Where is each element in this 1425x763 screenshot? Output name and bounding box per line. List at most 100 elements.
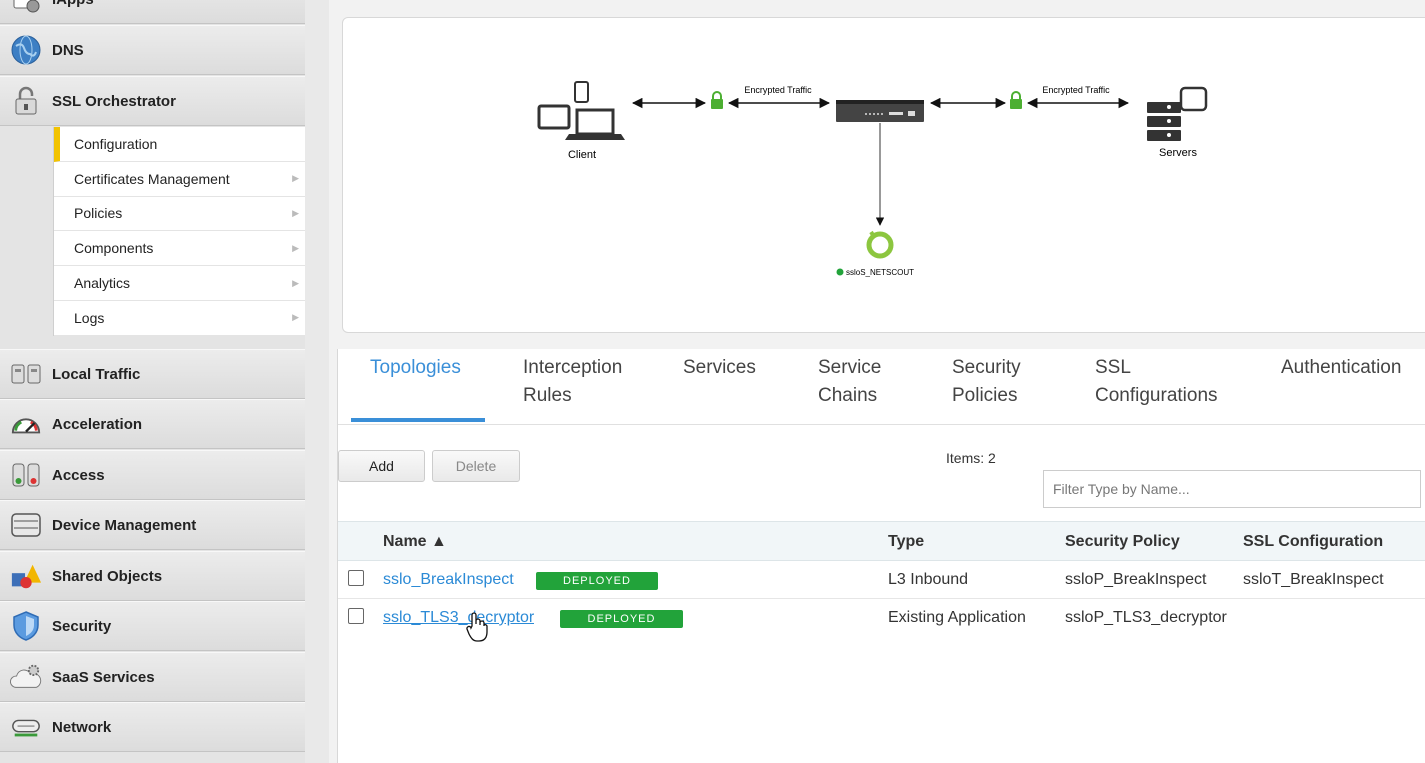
submenu-item-configuration[interactable]: Configuration: [54, 127, 305, 162]
submenu-item-components[interactable]: Components ▶: [54, 231, 305, 267]
left-link-label: Encrypted Traffic: [744, 85, 812, 95]
topology-ssl-configuration: ssloT_BreakInspect: [1243, 571, 1384, 588]
padlock-icon: [10, 85, 42, 117]
topology-name-link[interactable]: sslo_BreakInspect: [383, 571, 514, 588]
shield-icon: [10, 610, 42, 642]
iapps-icon: [10, 0, 42, 15]
submenu-item-analytics[interactable]: Analytics ▶: [54, 266, 305, 301]
gauge-icon: [10, 408, 42, 440]
nav-label-saas-services: SaaS Services: [52, 668, 155, 686]
nav-item-local-traffic[interactable]: Local Traffic: [0, 349, 305, 399]
nav-label-local-traffic: Local Traffic: [52, 365, 141, 383]
servers-label: Servers: [1159, 147, 1197, 159]
chevron-right-icon: ▶: [292, 173, 299, 184]
tab-authentication[interactable]: Authentication: [1281, 357, 1402, 378]
topology-diagram: Client Encrypted Traffic Encrypted Traff…: [342, 17, 1425, 333]
nav-item-device-management[interactable]: Device Management: [0, 500, 305, 550]
nav-item-shared-objects[interactable]: Shared Objects: [0, 551, 305, 601]
status-badge: DEPLOYED: [560, 610, 683, 628]
service-status-dot: [836, 268, 844, 276]
hand-cursor-icon: [466, 612, 488, 642]
nav-label-access: Access: [52, 466, 105, 484]
shared-objects-icon: [10, 560, 42, 592]
submenu-item-logs[interactable]: Logs ▶: [54, 301, 305, 336]
nav-label-network: Network: [52, 718, 112, 736]
config-tabs: Topologies Interception Rules Services S…: [338, 349, 1425, 425]
submenu-label-policies: Policies: [74, 205, 123, 222]
column-header-ssl-configuration[interactable]: SSL Configuration: [1243, 533, 1384, 550]
servers-icon: [1147, 86, 1208, 141]
topologies-table: Name ▲ Type Security Policy SSL Configur…: [338, 521, 1425, 637]
table-row: sslo_BreakInspect DEPLOYED L3 Inbound ss…: [338, 561, 1425, 599]
local-traffic-icon: [10, 358, 42, 390]
tab-ssl-configurations[interactable]: SSL Configurations: [1095, 357, 1218, 406]
chevron-right-icon: ▶: [292, 277, 299, 288]
nav-item-acceleration[interactable]: Acceleration: [0, 399, 305, 449]
submenu-item-certificates-management[interactable]: Certificates Management ▶: [54, 162, 305, 197]
nav-item-iapps[interactable]: iApps: [0, 0, 305, 24]
column-header-name[interactable]: Name ▲: [383, 533, 447, 550]
tab-security-policies[interactable]: Security Policies: [952, 357, 1021, 406]
table-header: Name ▲ Type Security Policy SSL Configur…: [338, 521, 1425, 561]
topology-security-policy: ssloP_BreakInspect: [1065, 571, 1207, 588]
submenu-label-logs: Logs: [74, 309, 105, 326]
nav-item-saas-services[interactable]: SaaS Services: [0, 652, 305, 702]
nav-item-security[interactable]: Security: [0, 601, 305, 651]
client-label: Client: [568, 149, 596, 161]
tab-service-chains[interactable]: Service Chains: [818, 357, 882, 406]
submenu-label-certificates-management: Certificates Management: [74, 170, 230, 187]
table-row: sslo_TLS3_decryptor DEPLOYED Existing Ap…: [338, 599, 1425, 637]
nav-label-acceleration: Acceleration: [52, 415, 143, 433]
row-checkbox[interactable]: [348, 570, 364, 586]
row-checkbox[interactable]: [348, 608, 364, 624]
nav-label-ssl-orchestrator: SSL Orchestrator: [52, 92, 176, 110]
tab-topologies[interactable]: Topologies: [370, 357, 461, 378]
filter-input[interactable]: [1043, 470, 1421, 508]
nav-label-device-management: Device Management: [52, 516, 197, 534]
items-count: Items: 2: [946, 450, 996, 466]
active-tab-indicator: [351, 418, 485, 422]
status-badge: DEPLOYED: [536, 572, 658, 590]
client-devices-icon: [537, 81, 625, 140]
cloud-gear-icon: [10, 661, 42, 693]
network-icon: [10, 711, 42, 743]
topologies-panel: Topologies Interception Rules Services S…: [337, 349, 1425, 763]
topology-diagram-svg: Client Encrypted Traffic Encrypted Traff…: [537, 81, 1208, 277]
nav-label-shared-objects: Shared Objects: [52, 567, 163, 585]
access-icon: [10, 459, 42, 491]
right-lock-icon: [1010, 91, 1022, 109]
sidebar: iApps DNS SSL Orchestrator Configuration…: [0, 0, 305, 763]
left-lock-icon: [711, 91, 723, 109]
tab-services[interactable]: Services: [683, 357, 756, 378]
column-header-type[interactable]: Type: [888, 533, 925, 550]
nav-item-dns[interactable]: DNS: [0, 25, 305, 75]
chevron-right-icon: ▶: [292, 312, 299, 323]
column-header-security-policy[interactable]: Security Policy: [1065, 533, 1180, 550]
topology-type: L3 Inbound: [888, 571, 969, 588]
topology-security-policy: ssloP_TLS3_decryptor: [1065, 609, 1227, 626]
nav-item-access[interactable]: Access: [0, 450, 305, 500]
submenu-label-components: Components: [74, 240, 154, 257]
device-icon: [10, 509, 42, 541]
tab-interception-rules[interactable]: Interception Rules: [523, 357, 623, 406]
netscout-service-icon: [866, 230, 894, 259]
right-link-label: Encrypted Traffic: [1042, 85, 1110, 95]
topology-type: Existing Application: [888, 609, 1026, 626]
add-button[interactable]: Add: [338, 450, 425, 482]
chevron-right-icon: ▶: [292, 242, 299, 253]
topology-name-link[interactable]: sslo_TLS3_decryptor: [383, 609, 535, 626]
globe-icon: [10, 34, 42, 66]
nav-item-network[interactable]: Network: [0, 702, 305, 752]
sidebar-gutter: [305, 0, 329, 763]
service-label: ssloS_NETSCOUT: [846, 268, 914, 277]
nav-item-ssl-orchestrator[interactable]: SSL Orchestrator: [0, 76, 305, 126]
chevron-right-icon: ▶: [292, 207, 299, 218]
nav-label-dns: DNS: [52, 41, 84, 59]
nav-label-iapps: iApps: [52, 0, 94, 8]
submenu-label-configuration: Configuration: [74, 135, 158, 152]
submenu-label-analytics: Analytics: [74, 275, 131, 292]
submenu-item-policies[interactable]: Policies ▶: [54, 197, 305, 232]
nav-label-security: Security: [52, 617, 112, 635]
delete-button[interactable]: Delete: [432, 450, 520, 482]
ssl-orchestrator-appliance-icon: [836, 100, 924, 122]
